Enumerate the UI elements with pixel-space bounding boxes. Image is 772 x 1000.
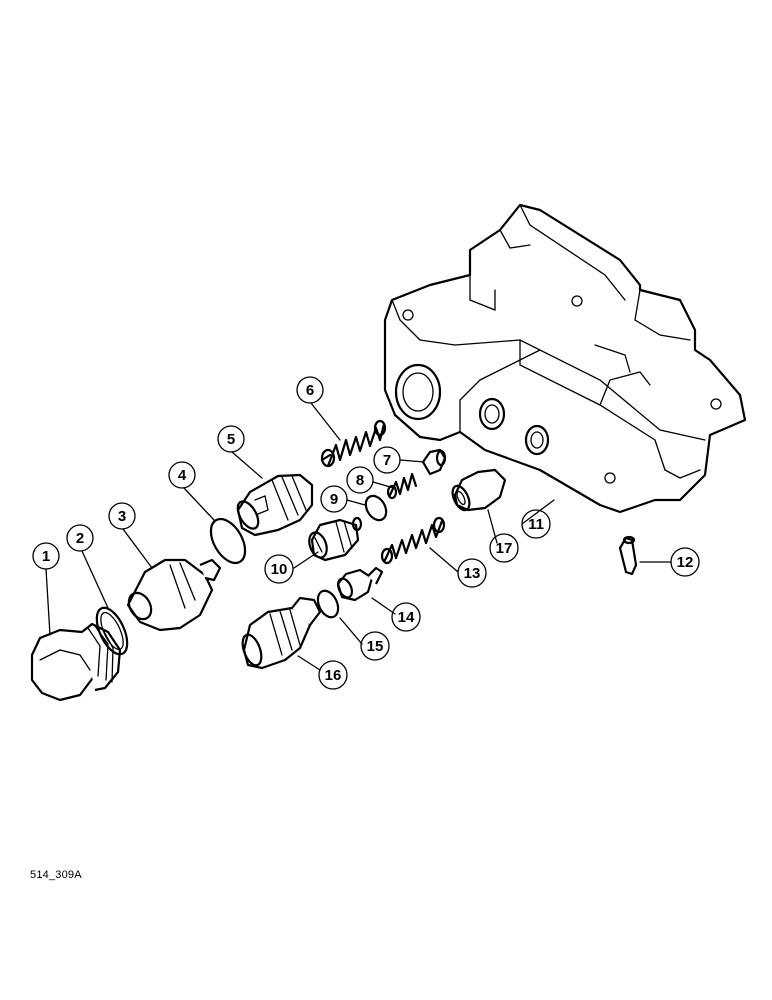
svg-text:7: 7 <box>383 452 391 469</box>
part-o-ring-15 <box>316 589 340 619</box>
callout-10: 10 <box>264 554 294 584</box>
callout-2: 2 <box>66 524 94 552</box>
callout-8: 8 <box>346 466 374 494</box>
part-washer-2 <box>95 606 129 656</box>
callout-7: 7 <box>373 446 401 474</box>
callout-9: 9 <box>320 485 348 513</box>
svg-text:12: 12 <box>677 554 694 571</box>
svg-text:14: 14 <box>398 609 415 626</box>
part-spring-6 <box>320 419 387 468</box>
svg-text:8: 8 <box>356 472 364 489</box>
part-poppet <box>421 448 447 476</box>
svg-text:17: 17 <box>496 540 513 557</box>
part-roll-pin <box>618 535 638 576</box>
svg-text:13: 13 <box>464 565 481 582</box>
svg-text:11: 11 <box>528 516 544 533</box>
svg-text:3: 3 <box>118 508 126 525</box>
callout-17: 17 <box>489 533 519 563</box>
part-adjuster <box>308 516 363 562</box>
part-o-ring-9 <box>364 494 388 522</box>
callout-14: 14 <box>391 602 421 632</box>
svg-text:5: 5 <box>227 431 235 448</box>
svg-text:4: 4 <box>178 467 187 484</box>
callout-4: 4 <box>168 461 196 489</box>
figure-code: 514_309A <box>30 869 82 881</box>
svg-text:9: 9 <box>330 491 338 508</box>
svg-text:2: 2 <box>76 530 84 547</box>
callout-15: 15 <box>360 631 390 661</box>
callouts: 1 2 3 4 5 6 7 8 9 10 11 12 13 14 15 16 1… <box>32 376 700 690</box>
svg-text:10: 10 <box>271 561 288 578</box>
callout-5: 5 <box>217 425 245 453</box>
svg-text:1: 1 <box>42 548 50 565</box>
part-plug <box>30 622 122 702</box>
callout-16: 16 <box>318 660 348 690</box>
callout-6: 6 <box>296 376 324 404</box>
part-valve-body <box>383 203 747 514</box>
part-bushing <box>451 468 507 512</box>
part-spring-13 <box>380 516 446 565</box>
part-spring-8 <box>386 472 418 500</box>
callout-3: 3 <box>108 502 136 530</box>
callout-13: 13 <box>457 558 487 588</box>
callout-1: 1 <box>32 542 60 570</box>
part-o-ring-4 <box>209 517 247 565</box>
svg-text:6: 6 <box>306 382 314 399</box>
leader-lines <box>45 402 672 671</box>
callout-12: 12 <box>670 547 700 577</box>
part-cartridge <box>126 558 222 632</box>
part-fitting <box>241 596 322 670</box>
svg-text:16: 16 <box>325 667 342 684</box>
callout-11: 11 <box>521 509 551 539</box>
part-valve-sleeve <box>236 473 314 537</box>
svg-text:15: 15 <box>367 638 384 655</box>
part-check-poppet <box>336 566 384 602</box>
